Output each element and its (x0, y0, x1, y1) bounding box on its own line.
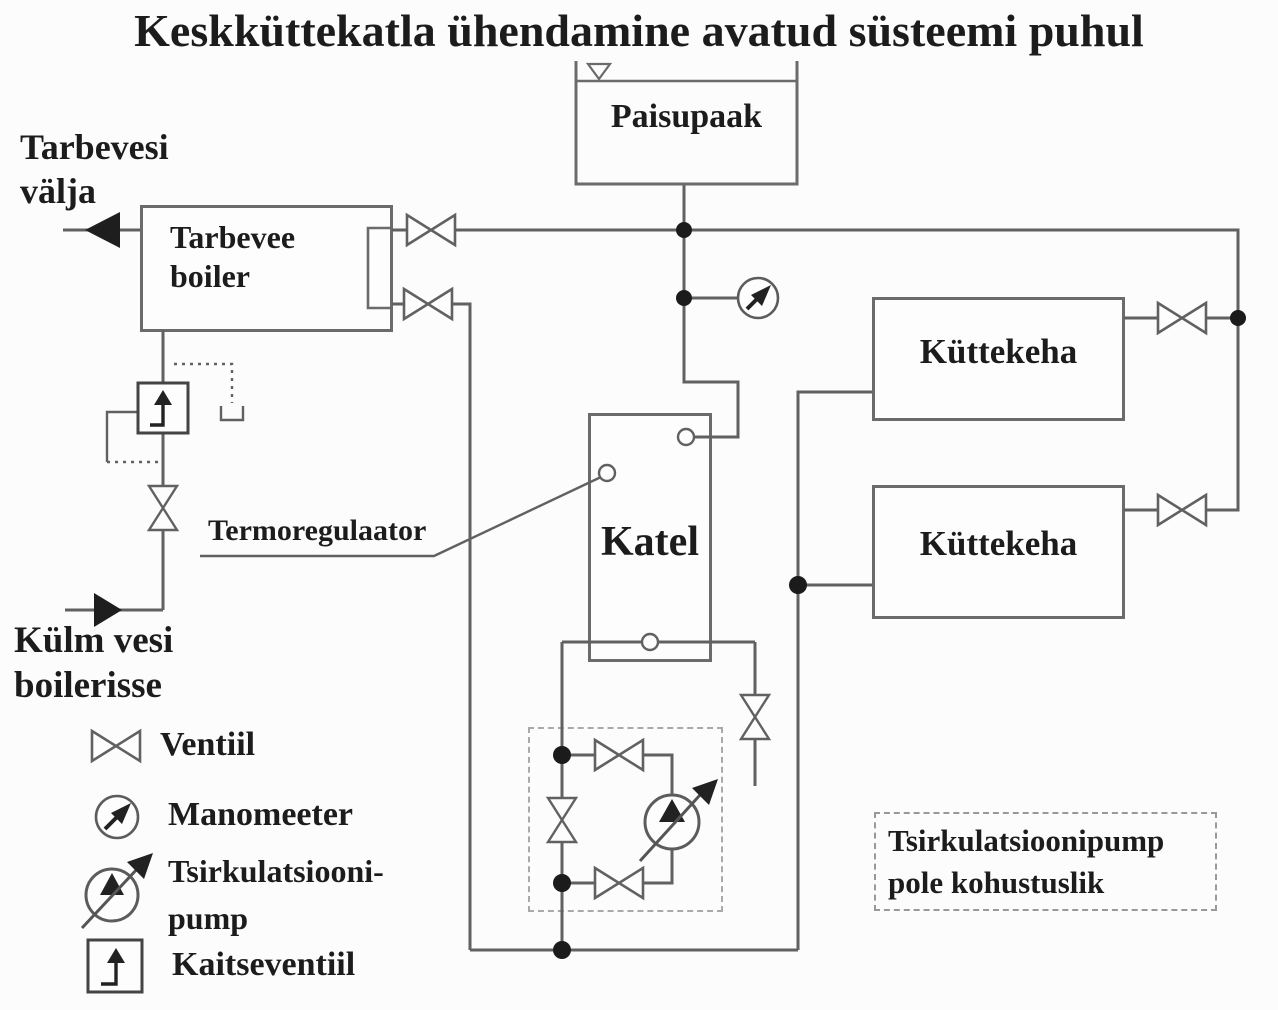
legend-valve-label: Ventiil (160, 726, 256, 763)
valve-icon (402, 287, 454, 321)
legend-safety-valve-label: Kaitseventiil (172, 946, 356, 983)
valve-icon (405, 213, 457, 247)
valve-icon (147, 484, 179, 532)
radiator-bottom-label: Küttekeha (919, 524, 1078, 563)
legend-manometer-label: Manomeeter (168, 796, 354, 833)
safety-valve-icon (136, 381, 190, 435)
valve-icon (1156, 493, 1208, 527)
valve-icon (739, 693, 771, 741)
legend-pump-label: Tsirkulatsiooni- pump (168, 853, 384, 936)
note-label: Tsirkulatsioonipump pole kohustuslik (888, 823, 1165, 900)
hot-water-out-label: Tarbevesi välja (20, 127, 169, 211)
cold-water-in-label: Külm vesi boilerisse (14, 620, 174, 707)
legend-safety-valve-icon (86, 938, 144, 994)
arrow-left-icon (85, 212, 120, 248)
pump-group-dashed-box (528, 727, 723, 912)
dhw-boiler-box (140, 205, 393, 332)
legend-manometer-icon (94, 794, 140, 840)
page-title: Keskküttekatla ühendamine avatud süsteem… (134, 5, 1144, 56)
legend-valve-icon (90, 729, 142, 763)
boiler-label: Katel (601, 519, 699, 565)
dhw-boiler-label: Tarbevee boiler (170, 219, 296, 295)
water-level-icon (585, 62, 613, 81)
thermoregulator-label: Termoregulaator (208, 514, 427, 547)
legend-pump-icon (80, 853, 153, 930)
manometer-icon (736, 276, 780, 320)
expansion-tank-label: Paisupaak (610, 98, 763, 135)
valve-icon (1156, 301, 1208, 335)
radiator-top-label: Küttekeha (919, 332, 1078, 371)
note-box (874, 812, 1217, 911)
